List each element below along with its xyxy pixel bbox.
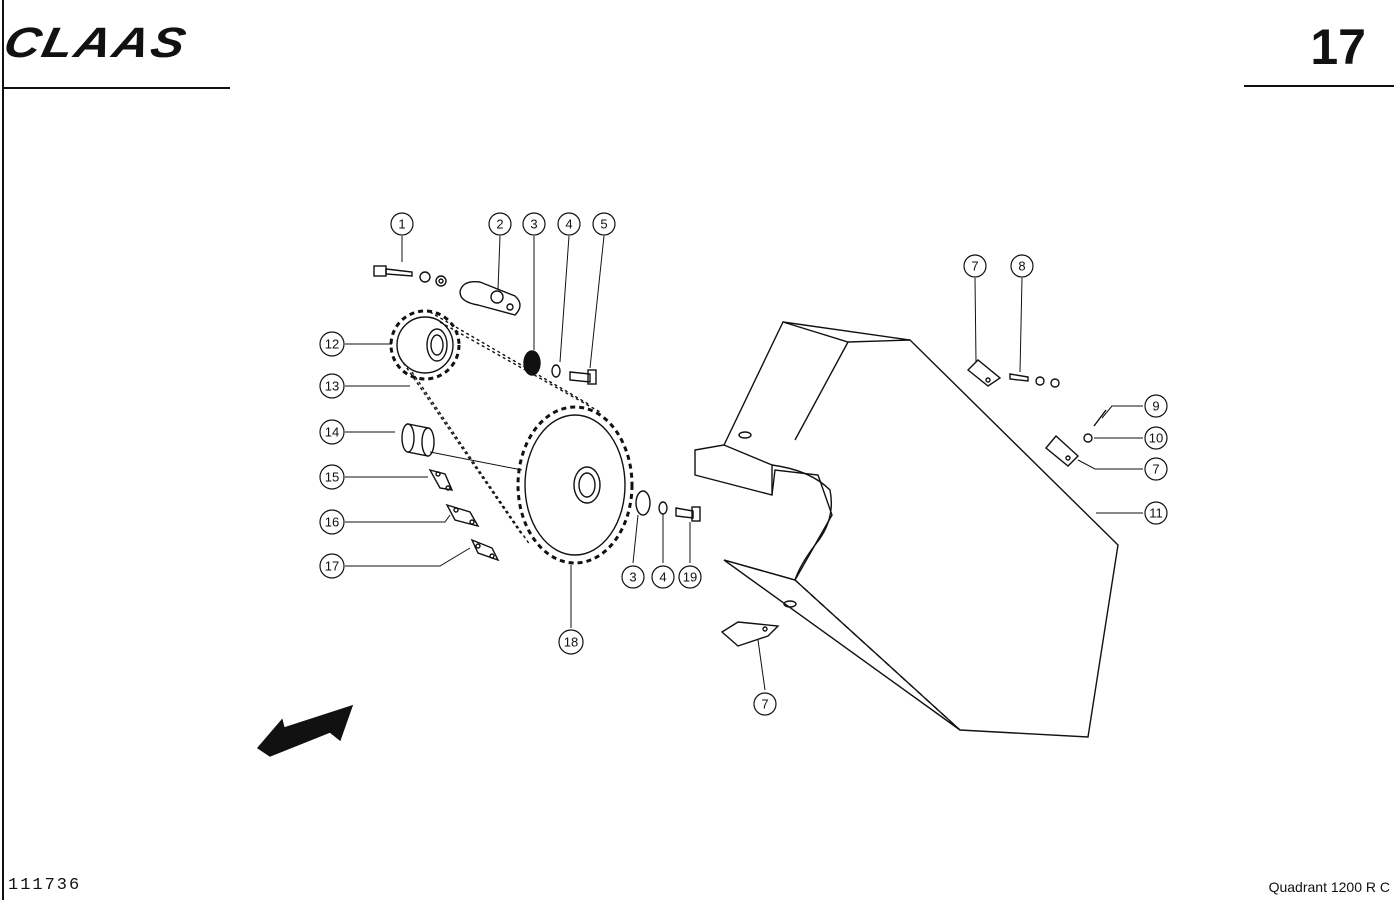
- callout-2: 2: [488, 212, 512, 236]
- callout-14: 14: [319, 419, 345, 445]
- direction-arrow: [256, 704, 354, 757]
- small-sprocket: [389, 309, 461, 381]
- callout-12: 12: [319, 331, 345, 357]
- svg-text:8: 8: [1018, 259, 1025, 274]
- chain-guard-housing: [694, 321, 1119, 738]
- chain-link-15: [428, 468, 454, 491]
- callout-3-lower: 3: [621, 565, 645, 589]
- chain-link-17: [470, 538, 500, 562]
- callout-19: 19: [678, 565, 702, 589]
- page-number-underline: [1244, 85, 1394, 87]
- svg-text:14: 14: [325, 425, 339, 440]
- page-number: 17: [1310, 19, 1366, 75]
- callout-15: 15: [319, 464, 345, 490]
- callout-7-bottom: 7: [753, 692, 777, 716]
- callout-17: 17: [319, 553, 345, 579]
- svg-text:1: 1: [398, 217, 405, 232]
- bracket-7-upper: [966, 359, 1060, 388]
- svg-text:16: 16: [325, 515, 339, 530]
- svg-text:5: 5: [600, 217, 607, 232]
- svg-text:7: 7: [1152, 462, 1159, 477]
- callout-16: 16: [319, 509, 345, 535]
- callout-13: 13: [319, 373, 345, 399]
- callout-1: 1: [390, 212, 414, 236]
- bushing: [401, 423, 435, 457]
- callouts: 1 2 3 4 5 7 8 9 10 7 11 12 13 14 15 16 1…: [319, 212, 1168, 716]
- washer-bolt-lower: [635, 490, 701, 522]
- svg-text:18: 18: [564, 635, 578, 650]
- svg-text:17: 17: [325, 559, 339, 574]
- svg-text:3: 3: [530, 217, 537, 232]
- leader-lines: [345, 235, 1143, 691]
- bracket-7-right: [1045, 409, 1107, 467]
- large-sprocket: [516, 405, 634, 565]
- left-border: [2, 0, 4, 900]
- callout-9: 9: [1144, 394, 1168, 418]
- bolt-1: [373, 265, 447, 287]
- svg-text:10: 10: [1149, 431, 1163, 446]
- svg-text:13: 13: [325, 379, 339, 394]
- callout-7-right: 7: [1144, 457, 1168, 481]
- callout-4-lower: 4: [651, 565, 675, 589]
- logo-underline: [4, 87, 230, 89]
- bracket-7-lower: [720, 621, 780, 647]
- svg-text:12: 12: [325, 337, 339, 352]
- svg-text:19: 19: [683, 570, 697, 585]
- callout-7-top: 7: [963, 254, 987, 278]
- svg-text:4: 4: [659, 570, 666, 585]
- svg-text:3: 3: [629, 570, 636, 585]
- svg-text:7: 7: [971, 259, 978, 274]
- svg-text:9: 9: [1152, 399, 1159, 414]
- callout-4-upper: 4: [557, 212, 581, 236]
- callout-10: 10: [1144, 426, 1168, 450]
- callout-18: 18: [558, 629, 584, 655]
- model-label: Quadrant 1200 R C: [1268, 879, 1390, 895]
- svg-text:2: 2: [496, 217, 503, 232]
- svg-text:11: 11: [1149, 506, 1163, 521]
- chain-link-16: [445, 503, 480, 528]
- tensioner-arm: [459, 281, 521, 316]
- callout-5: 5: [592, 212, 616, 236]
- callout-3-upper: 3: [522, 212, 546, 236]
- drawing-number: 111736: [8, 876, 82, 895]
- svg-text:15: 15: [325, 470, 339, 485]
- washer-bolt-upper: [523, 350, 597, 385]
- callout-11: 11: [1144, 501, 1168, 525]
- svg-text:7: 7: [761, 697, 768, 712]
- roller-chain: [399, 311, 601, 546]
- callout-8: 8: [1010, 254, 1034, 278]
- svg-text:4: 4: [565, 217, 572, 232]
